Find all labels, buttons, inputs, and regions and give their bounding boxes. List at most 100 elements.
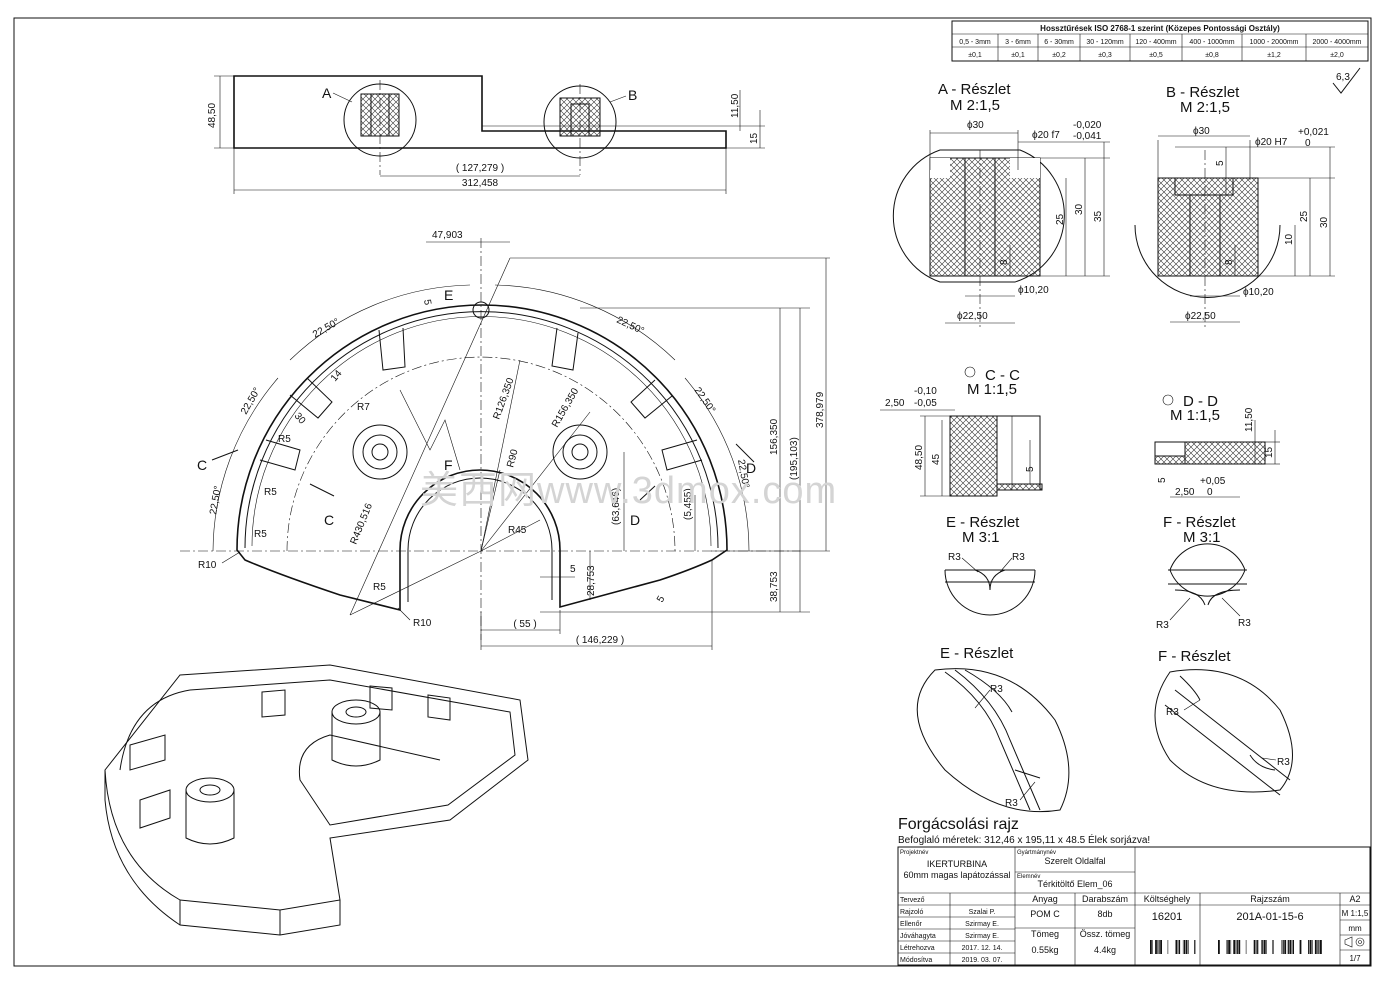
section-d-title: D - D: [1183, 393, 1218, 410]
barcode-bar: [1218, 940, 1220, 954]
barcode-bar: [1157, 940, 1158, 954]
detail-e2-title: E - Részlet: [940, 645, 1014, 662]
scale-value: M 1:1,5: [1342, 909, 1369, 918]
angle-4: 22,50°: [615, 315, 646, 337]
project-label: Projektnév: [900, 850, 928, 856]
section-c-c: C - C M 1:1,5 -0,10 2,50 -0,05 48,50 45 …: [880, 366, 1043, 497]
detail-b-d30: ϕ30: [1193, 126, 1210, 137]
barcode-bar: [1272, 940, 1274, 954]
barcode-bar: [1257, 940, 1259, 954]
watermark: 美西网www.3dmox.com: [420, 470, 837, 512]
label-c-2: C: [324, 512, 334, 528]
title-row-value: Szirmay E.: [965, 921, 999, 928]
tolerance-value: ±1,2: [1267, 52, 1281, 59]
mass-value: 0.55kg: [1031, 945, 1058, 955]
label-d-1: D: [746, 460, 756, 476]
surface-finish-value: 6,3: [1336, 72, 1350, 83]
title-row-key: Rajzoló: [900, 909, 923, 916]
tolerance-table: Hossztűrések ISO 2768-1 szerint (Közepes…: [951, 20, 1369, 62]
angle-5: 22,50°: [692, 385, 718, 415]
detail-a-tol-top: -0,020: [1073, 120, 1102, 131]
side-label-b: B: [628, 87, 637, 103]
detail-b-d10: ϕ10,20: [1243, 287, 1274, 298]
angle-3: 22,50°: [311, 317, 342, 341]
tolerance-value: ±0,2: [1052, 52, 1066, 59]
detail-f-scaled: F - Részlet M 3:1 R3 R3: [1156, 514, 1251, 631]
total-mass-value: 4.4kg: [1094, 945, 1116, 955]
count-label: Darabszám: [1082, 894, 1128, 904]
barcode-bar: [1167, 940, 1169, 954]
r45: R45: [508, 525, 527, 536]
barcode-bar: [1292, 940, 1294, 954]
section-c-h48: 48,50: [914, 445, 925, 470]
barcode-bar: [1228, 940, 1230, 954]
barcode-bar: [1318, 940, 1320, 954]
detail-e1-r2: R3: [1012, 552, 1025, 563]
barcode-bar: [1291, 940, 1293, 954]
dim-47-903: 47,903: [432, 230, 463, 241]
label-f: F: [444, 457, 453, 473]
cost-label: Költséghely: [1144, 894, 1191, 904]
barcode-bar: [1226, 940, 1228, 954]
tolerance-range: 400 - 1000mm: [1189, 39, 1234, 46]
barcode-bar: [1309, 940, 1312, 954]
detail-f1-r2: R3: [1238, 618, 1251, 629]
detail-a-d22: ϕ22,50: [957, 311, 988, 322]
angle-1: 22,50°: [208, 485, 224, 516]
barcode-bar: [1312, 940, 1313, 954]
r10-b: R10: [413, 618, 432, 629]
section-c-tol-top: -0,10: [914, 386, 937, 397]
section-d-h11: 11,50: [1244, 407, 1255, 432]
plan-view: 156,350 (195,103) 378,979 38,753 (63,646…: [180, 230, 830, 650]
label-d-2: D: [630, 512, 640, 528]
detail-a-d20: ϕ20 f7: [1032, 130, 1060, 141]
barcode-bar: [1317, 940, 1318, 954]
section-c-h5: 5: [1025, 466, 1036, 472]
detail-b-scale: M 2:1,5: [1180, 99, 1230, 116]
tolerance-range: 3 - 6mm: [1005, 39, 1031, 46]
detail-b-d20: ϕ20 H7: [1255, 137, 1288, 148]
barcode-bar: [1233, 940, 1236, 954]
surface-finish-symbol: 6,3: [1332, 67, 1361, 94]
section-d-scale: M 1:1,5: [1170, 407, 1220, 424]
drawing-frame: [13, 17, 1372, 967]
barcode-bar: [1314, 940, 1317, 954]
title-row-value: 2017. 12. 14.: [962, 945, 1003, 952]
barcode-bar: [1289, 940, 1292, 954]
tolerance-range: 1000 - 2000mm: [1249, 39, 1298, 46]
dim-5-b: 5: [570, 564, 576, 575]
unit-value: mm: [1348, 924, 1362, 933]
detail-b-h10: 10: [1284, 233, 1295, 245]
section-c-tol-bot: -0,05: [914, 398, 937, 409]
dim-5-a: 5: [421, 299, 433, 307]
section-c-dim: 2,50: [885, 398, 905, 409]
barcode-bar: [1262, 940, 1264, 954]
detail-b-h8: 8: [1224, 259, 1235, 265]
detail-b-title: B - Részlet: [1166, 84, 1240, 101]
material-label: Anyag: [1032, 894, 1058, 904]
dim-146-229: ( 146,229 ): [576, 635, 624, 646]
title-block-envelope: Befoglaló méretek: 312,46 x 195,11 x 48.…: [898, 833, 1150, 846]
barcode-bar: [1152, 940, 1153, 954]
detail-f1-scale: M 3:1: [1183, 529, 1221, 546]
dim-63-646: (63,646): [611, 488, 622, 525]
detail-f-large: F - Részlet R3 R3: [1154, 648, 1293, 796]
r5-a: R5: [278, 434, 291, 445]
barcode-bar: [1281, 940, 1283, 954]
side-dim-15: 15: [749, 132, 760, 144]
dim-14: 14: [329, 368, 345, 384]
detail-e-scaled: E - Részlet M 3:1 R3 R3: [944, 514, 1036, 616]
barcode-bar: [1177, 940, 1179, 954]
section-c-scale: M 1:1,5: [967, 381, 1017, 398]
title-row-key: Ellenőr: [900, 921, 922, 928]
barcode-bar: [1245, 940, 1247, 954]
barcode-cost: [1150, 940, 1196, 954]
barcode-bar: [1185, 940, 1188, 954]
tolerance-value: ±2,0: [1330, 52, 1344, 59]
drawing-number: 201A-01-15-6: [1236, 911, 1303, 923]
element-name: Térkitöltő Elem_06: [1037, 879, 1112, 889]
detail-f2-r1: R3: [1166, 707, 1179, 718]
tolerance-range: 6 - 30mm: [1044, 39, 1074, 46]
barcode-bar: [1182, 940, 1184, 954]
tolerance-value: ±0,1: [1011, 52, 1025, 59]
